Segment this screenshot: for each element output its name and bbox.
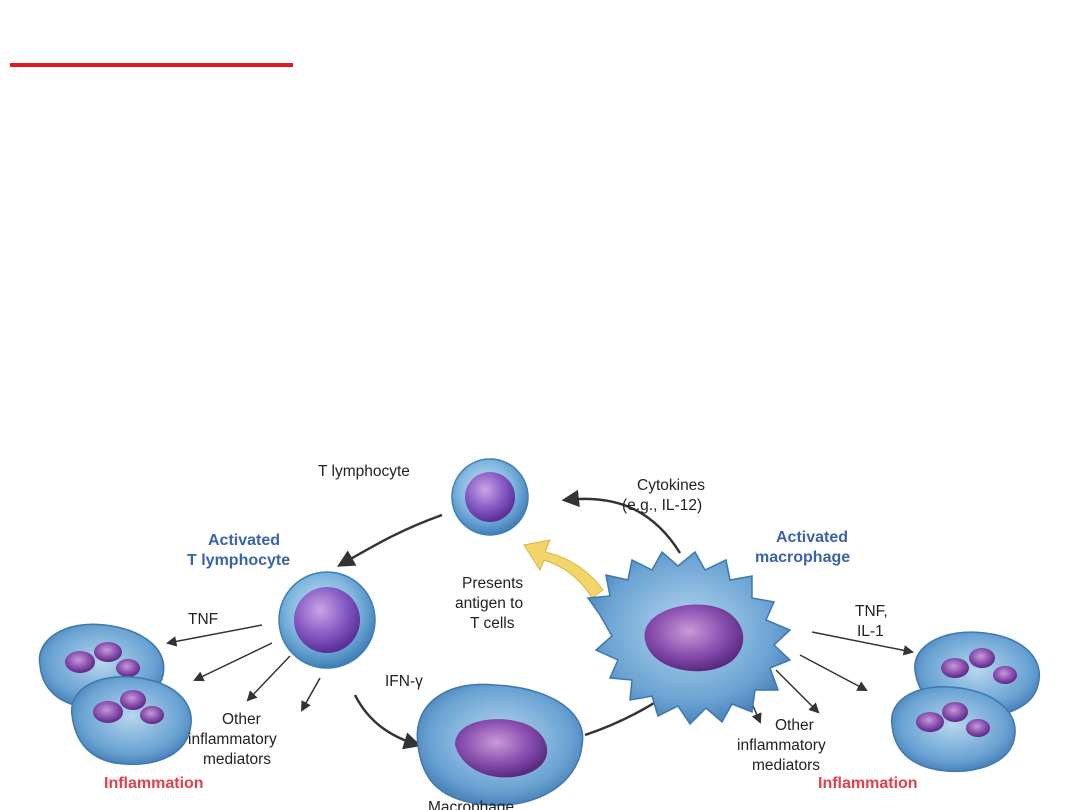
label-presents-1: Presents (462, 575, 523, 592)
title-underline (10, 63, 293, 67)
label-cytokines-1: Cytokines (637, 477, 705, 494)
label-inflammation-right: Inflammation (818, 775, 918, 792)
label-inflammation-left: Inflammation (104, 775, 204, 792)
label-activated-t-1: Activated (208, 532, 280, 549)
label-ifn: IFN-γ (385, 673, 423, 690)
macrophage-cell (416, 683, 584, 806)
activated-macrophage-cell (586, 550, 792, 726)
label-presents-2: antigen to (455, 595, 523, 612)
arrow-mediator-left-3 (300, 677, 321, 712)
arrow-mediator-right-2 (775, 669, 820, 714)
inflammatory-cell-left-bottom (71, 676, 192, 765)
arrow-cytokines-to-t (561, 489, 682, 554)
activated-t-lymphocyte-cell (278, 571, 376, 669)
label-tnf-left: TNF (188, 611, 218, 628)
label-activated-mac-2: macrophage (755, 549, 850, 566)
label-other-left-2: inflammatory (188, 731, 277, 748)
arrow-activated-t-to-macrophage (353, 694, 422, 750)
label-tnf-right-1: TNF, (855, 603, 888, 620)
arrow-t-to-activated-t (336, 513, 443, 567)
label-activated-mac-1: Activated (776, 529, 848, 546)
arrow-mediator-right-1 (799, 654, 868, 691)
label-other-right-3: mediators (752, 757, 820, 774)
label-tnf-right-2: IL-1 (857, 623, 884, 640)
label-presents-3: T cells (470, 615, 515, 632)
arrow-tnf-right (811, 631, 915, 656)
label-other-right-2: inflammatory (737, 737, 826, 754)
label-other-left-1: Other (222, 711, 261, 728)
arrow-mediator-left-2 (246, 655, 291, 702)
label-other-left-3: mediators (203, 751, 271, 768)
label-activated-t-2: T lymphocyte (187, 552, 290, 569)
t-lymphocyte-cell (451, 458, 529, 536)
arrow-mediator-left-1 (193, 642, 273, 682)
inflammatory-cell-right-bottom (891, 686, 1016, 772)
label-cytokines-2: (e.g., IL-12) (622, 497, 702, 514)
label-other-right-1: Other (775, 717, 814, 734)
label-t-lymphocyte: T lymphocyte (318, 463, 410, 480)
label-macrophage: Macrophage (428, 799, 514, 810)
antigen-presentation-arrow (523, 539, 604, 599)
arrow-tnf-left (165, 624, 263, 647)
